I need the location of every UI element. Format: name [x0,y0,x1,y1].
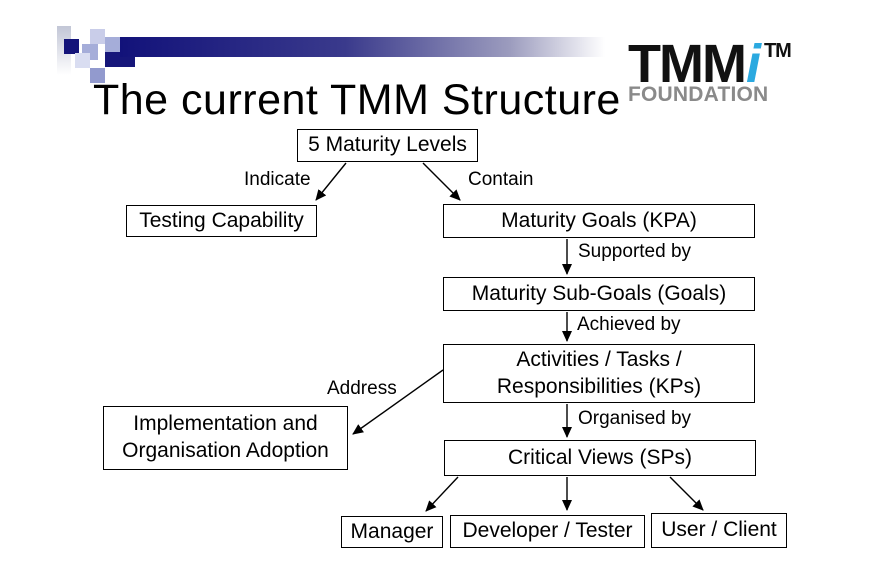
box-maturity-levels-text: 5 Maturity Levels [308,133,467,157]
header-gradient-bar [120,37,620,57]
box-user-client-text: User / Client [661,518,777,542]
logo-wordmark-row: TMM i TM [628,34,792,94]
arrow-levels-to-goals [422,162,461,201]
edge-label-address: Address [327,378,397,399]
arrow-activities-to-implementation [352,369,444,435]
logo-trademark: TM [763,40,792,62]
box-user-client: User / Client [651,513,787,548]
tmmi-logo: TMM i TM FOUNDATION [628,34,792,107]
edge-label-indicate: Indicate [244,169,311,190]
logo-wordmark: TMM [628,34,747,94]
box-testing-capability-text: Testing Capability [139,208,304,232]
box-manager-text: Manager [350,519,434,543]
box-maturity-levels: 5 Maturity Levels [297,129,478,162]
box-implementation-text: Implementation and [133,412,318,436]
arrow-critical-to-user [669,476,704,511]
box-implementation-text: Organisation Adoption [122,439,329,462]
slide-title: The current TMM Structure [93,76,621,124]
deco-square-pale [90,29,105,44]
box-maturity-sub-goals-text: Maturity Sub-Goals (Goals) [471,281,727,305]
logo-foundation: FOUNDATION [628,83,769,106]
box-critical-views: Critical Views (SPs) [444,440,756,476]
deco-square-periwinkle [90,68,105,83]
box-developer-tester-text: Developer / Tester [462,519,633,543]
edge-label-organised-by: Organised by [578,408,692,429]
box-maturity-goals: Maturity Goals (KPA) [443,204,755,238]
logo-i: i [745,34,761,94]
arrow-levels-to-testing [315,162,347,201]
box-manager: Manager [341,516,443,548]
edge-label-contain: Contain [468,169,534,190]
edge-label-supported-by: Supported by [578,241,692,262]
box-activities: Activities / Tasks / Responsibilities (KP… [443,344,755,403]
arrow-critical-to-manager [425,476,459,512]
deco-square-medium-2 [105,37,120,52]
deco-square-navy [64,39,79,54]
deco-square-light [75,53,90,68]
box-developer-tester: Developer / Tester [450,515,645,548]
box-maturity-goals-text: Maturity Goals (KPA) [501,208,697,232]
box-testing-capability: Testing Capability [126,205,317,237]
box-maturity-sub-goals: Maturity Sub-Goals (Goals) [443,277,755,311]
box-activities-text: Responsibilities (KPs) [496,374,702,398]
box-activities-text: Activities / Tasks / [516,347,682,371]
edge-label-achieved-by: Achieved by [577,314,681,335]
box-critical-views-text: Critical Views (SPs) [508,445,692,469]
